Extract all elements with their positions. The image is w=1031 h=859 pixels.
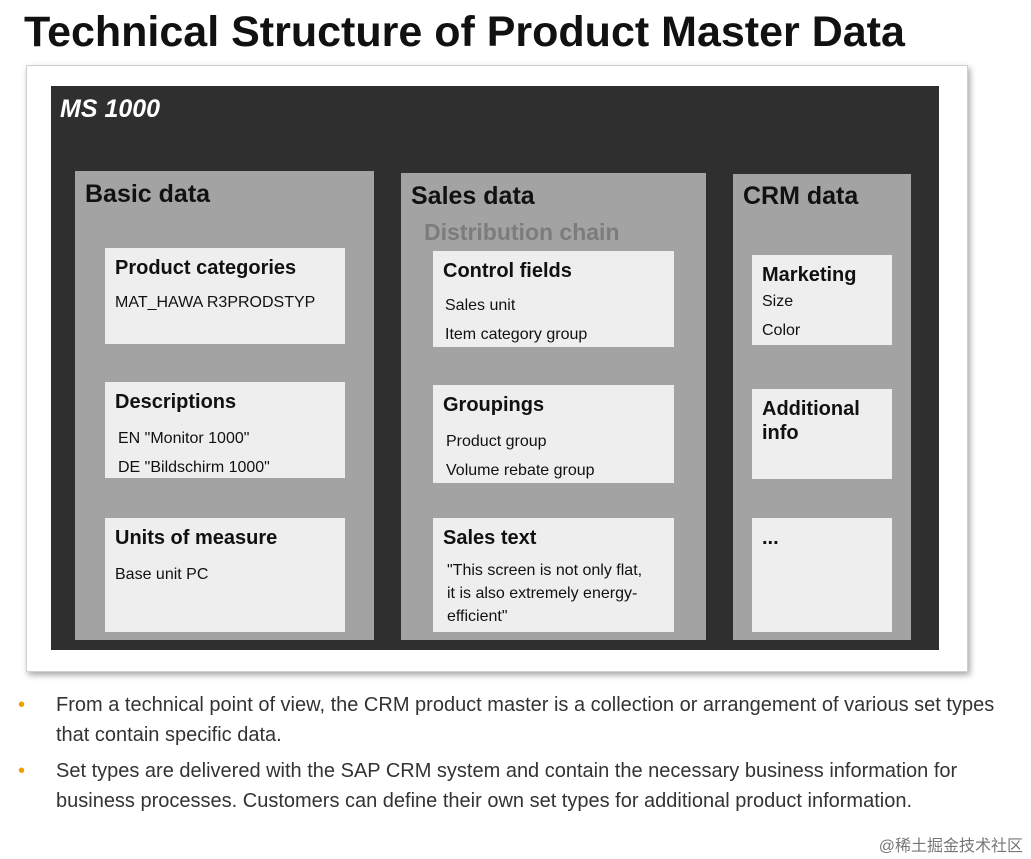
box-line: Sales unit <box>445 297 516 314</box>
box-title: ... <box>762 527 779 549</box>
bullet-list: • From a technical point of view, the CR… <box>18 690 1008 822</box>
box-title: Product categories <box>115 257 297 279</box>
page-title: Technical Structure of Product Master Da… <box>24 8 905 56</box>
sales-data-title: Sales data <box>411 182 535 210</box>
box-line: "This screen is not only flat, <box>447 562 643 579</box>
more-set-types-box: ... <box>752 518 892 632</box>
product-categories-box: Product categories MAT_HAWA R3PRODSTYP <box>105 248 345 344</box>
box-title: Sales text <box>443 527 537 549</box>
bullet-item: • Set types are delivered with the SAP C… <box>18 756 1008 816</box>
bullet-marker: • <box>18 760 26 782</box>
sales-text-box: Sales text "This screen is not only flat… <box>433 518 674 632</box>
box-line: Volume rebate group <box>446 462 595 479</box>
box-line: MAT_HAWA R3PRODSTYP <box>115 294 316 311</box>
box-title: Units of measure <box>115 527 278 549</box>
box-line: Size <box>762 293 794 310</box>
basic-data-title: Basic data <box>85 180 211 208</box>
marketing-box: Marketing Size Color <box>752 255 892 345</box>
bullet-text: From a technical point of view, the CRM … <box>56 694 995 746</box>
crm-data-title: CRM data <box>743 182 859 210</box>
box-line: it is also extremely energy- <box>447 585 638 602</box>
box-line: EN "Monitor 1000" <box>118 430 250 447</box>
box-line: Item category group <box>445 326 588 343</box>
control-fields-box: Control fields Sales unit Item category … <box>433 251 674 347</box>
box-title: Control fields <box>443 260 572 282</box>
bullet-text: Set types are delivered with the SAP CRM… <box>56 760 958 812</box>
bullet-marker: • <box>18 694 26 716</box>
distribution-chain-label: Distribution chain <box>424 219 620 245</box>
box-line: Product group <box>446 433 547 450</box>
box-title: Descriptions <box>115 391 237 413</box>
watermark: @稀土掘金技术社区 <box>878 838 1023 855</box>
product-label: MS 1000 <box>60 95 161 123</box>
descriptions-box: Descriptions EN "Monitor 1000" DE "Bilds… <box>105 382 345 478</box>
box-line: DE "Bildschirm 1000" <box>118 459 270 476</box>
units-of-measure-box: Units of measure Base unit PC <box>105 518 345 632</box>
bullet-item: • From a technical point of view, the CR… <box>18 690 1008 750</box>
box-line: efficient" <box>447 608 508 625</box>
groupings-box: Groupings Product group Volume rebate gr… <box>433 385 674 483</box>
box-line: Base unit PC <box>115 566 209 583</box>
additional-info-box: Additional info <box>752 389 892 479</box>
box-title: Additional info <box>762 398 860 444</box>
box-title: Groupings <box>443 394 545 416</box>
box-line: Color <box>762 322 801 339</box>
box-title: Marketing <box>762 264 857 286</box>
